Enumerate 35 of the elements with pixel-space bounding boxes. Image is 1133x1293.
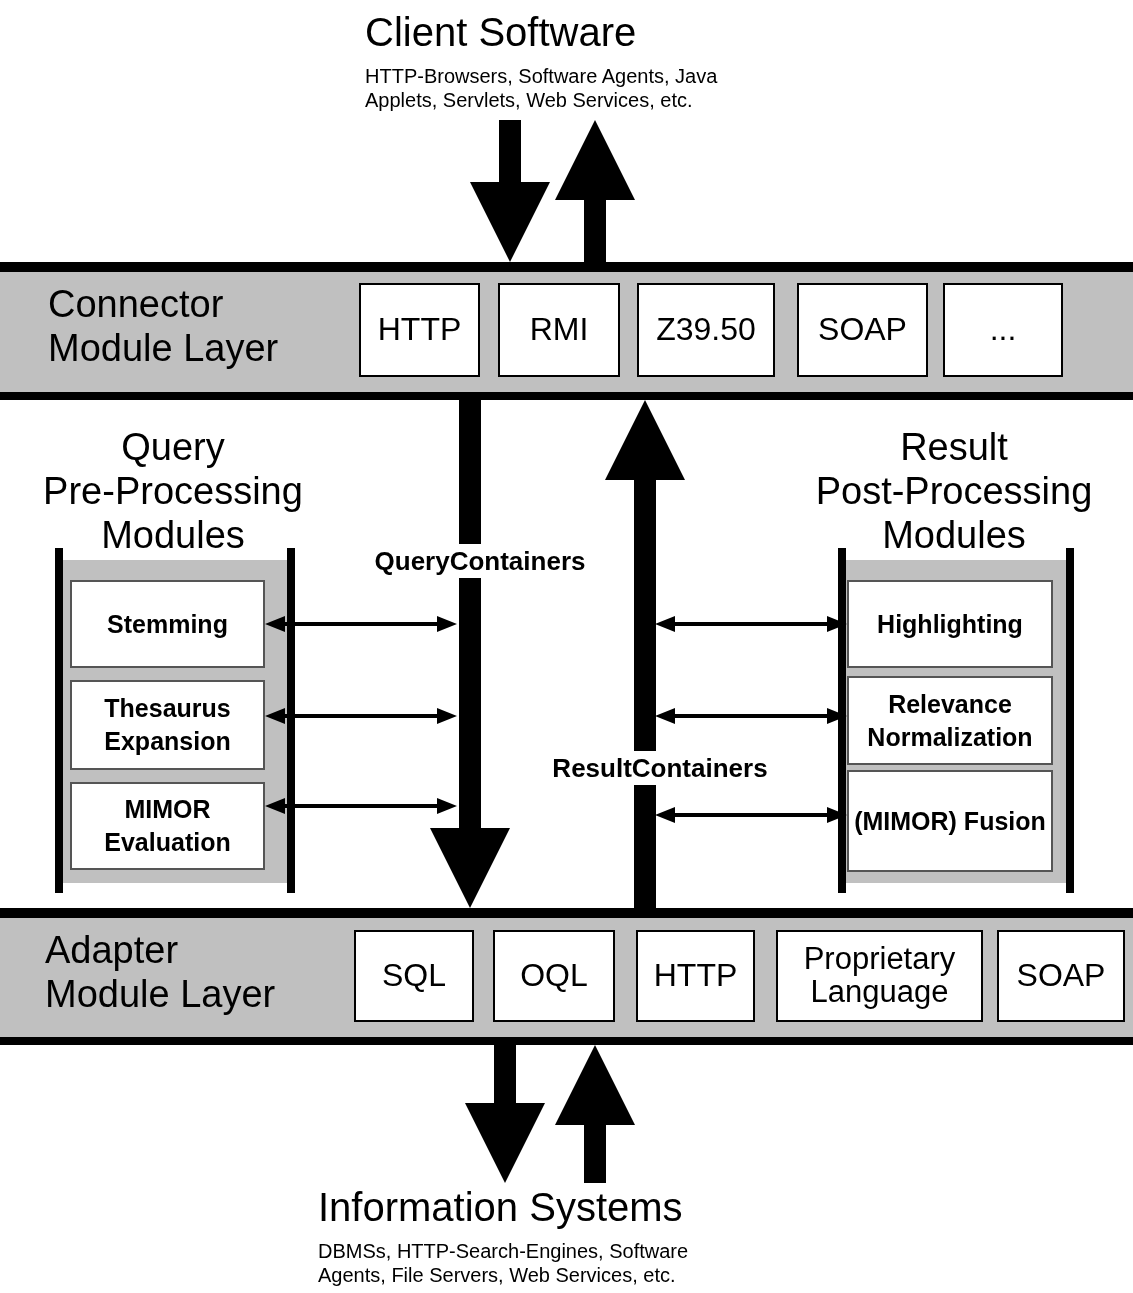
arrow bbox=[465, 1045, 545, 1183]
arrow bbox=[430, 400, 510, 908]
arrow bbox=[265, 708, 457, 724]
protocol-box: OQL bbox=[493, 930, 615, 1022]
description: HTTP-Browsers, Software Agents, Java Applets, Servlets, Web Services, etc. bbox=[365, 64, 719, 112]
layer-band bbox=[0, 908, 1133, 1045]
arrow bbox=[265, 616, 457, 632]
module-box: (MIMOR) Fusion bbox=[847, 770, 1053, 872]
arrow bbox=[555, 120, 635, 262]
protocol-box: Z39.50 bbox=[637, 283, 775, 377]
protocol-box: SOAP bbox=[797, 283, 928, 377]
protocol-box: ... bbox=[943, 283, 1063, 377]
protocol-box: HTTP bbox=[636, 930, 755, 1022]
protocol-box: RMI bbox=[498, 283, 620, 377]
arrow bbox=[555, 1045, 635, 1183]
module-box: Highlighting bbox=[847, 580, 1053, 668]
panel-title: Result Post-Processing Modules bbox=[814, 425, 1094, 557]
module-box: Stemming bbox=[70, 580, 265, 668]
protocol-box: SQL bbox=[354, 930, 474, 1022]
arrow bbox=[470, 120, 550, 262]
heading: Information Systems bbox=[318, 1184, 684, 1231]
arrow bbox=[605, 400, 685, 908]
protocol-box: HTTP bbox=[359, 283, 480, 377]
layer-label: Connector Module Layer bbox=[48, 282, 280, 370]
protocol-box: SOAP bbox=[997, 930, 1125, 1022]
module-box: MIMOR Evaluation bbox=[70, 782, 265, 870]
arrow bbox=[265, 798, 457, 814]
layer-label: Adapter Module Layer bbox=[45, 928, 277, 1016]
heading: Client Software bbox=[365, 9, 638, 56]
description: DBMSs, HTTP-Search-Engines, Software Agents, File Servers, Web Services, etc. bbox=[318, 1239, 690, 1287]
module-box: Relevance Normalization bbox=[847, 676, 1053, 765]
module-box: Thesaurus Expansion bbox=[70, 680, 265, 770]
protocol-box: Proprietary Language bbox=[776, 930, 983, 1022]
layer-band bbox=[0, 262, 1133, 400]
panel-title: Query Pre-Processing Modules bbox=[42, 425, 304, 557]
